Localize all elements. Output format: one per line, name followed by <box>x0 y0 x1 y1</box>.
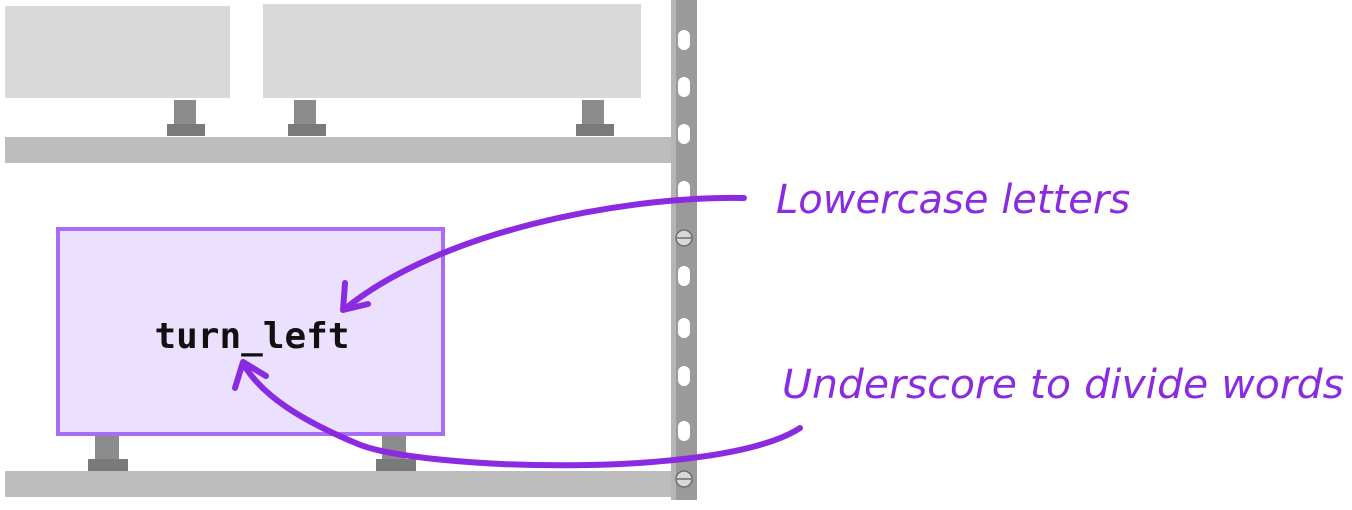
bottom-shelf-board <box>5 471 675 497</box>
post-slot <box>678 124 690 144</box>
arrow-underscore <box>232 359 803 469</box>
top-legs <box>167 100 614 136</box>
vertical-post <box>671 0 697 500</box>
top-panel-left <box>5 6 230 98</box>
leg-foot <box>288 124 326 136</box>
post-slot <box>678 366 690 386</box>
post-slot <box>678 181 690 201</box>
annotation-underscore: Underscore to divide words <box>782 362 1344 408</box>
post-slot <box>678 266 690 286</box>
highlight-box <box>56 227 445 436</box>
post-slot <box>678 318 690 338</box>
top-shelf-board <box>5 137 675 163</box>
leg-foot <box>576 124 614 136</box>
bottom-legs <box>88 435 416 471</box>
arrow-lowercase <box>340 194 747 313</box>
leg <box>95 435 119 459</box>
post-slot <box>678 77 690 97</box>
top-panel-right <box>263 4 641 98</box>
post-slot <box>678 421 690 441</box>
leg-foot <box>376 459 416 471</box>
leg <box>174 100 196 124</box>
post-screw <box>675 229 693 247</box>
leg <box>582 100 604 124</box>
post-screw <box>675 470 693 488</box>
annotation-lowercase: Lowercase letters <box>776 177 1130 223</box>
arrowhead <box>232 359 269 391</box>
box-label: turn_left <box>154 316 349 357</box>
arrowhead <box>340 280 371 313</box>
post-slot <box>678 30 690 50</box>
leg-foot <box>88 459 128 471</box>
leg <box>294 100 316 124</box>
leg-foot <box>167 124 205 136</box>
